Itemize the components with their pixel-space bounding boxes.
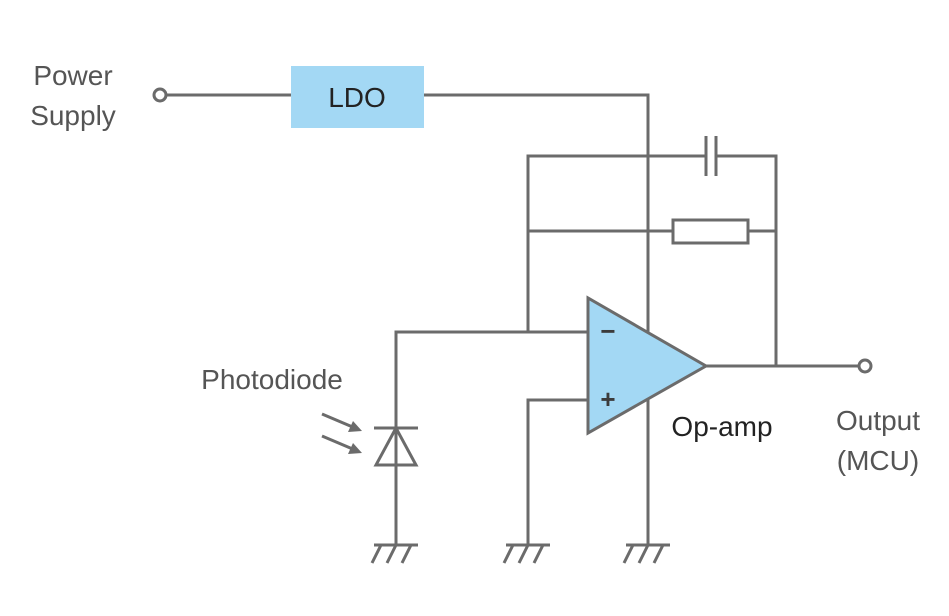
wire-feedback-right [716, 154, 778, 366]
ground-icon-noninverting [502, 543, 550, 564]
output-label-line1: Output [836, 405, 920, 436]
power-supply-label-line2: Supply [30, 100, 116, 131]
photodiode-label: Photodiode [201, 364, 343, 395]
power-supply-terminal [152, 87, 168, 103]
power-supply-label-line1: Power [33, 60, 112, 91]
ground-icon-photodiode [370, 543, 418, 564]
op-amp: − + [586, 295, 710, 436]
op-amp-label: Op-amp [671, 411, 772, 442]
inverting-input-sign: − [600, 316, 615, 346]
ldo-label: LDO [328, 82, 386, 113]
ldo-block: LDO [291, 66, 424, 128]
output-label-line2: (MCU) [837, 445, 919, 476]
noninverting-input-sign: + [600, 384, 615, 414]
feedback-capacitor [704, 136, 718, 176]
wire-photodiode-to-inverting [394, 330, 588, 545]
photodiode-icon [321, 412, 419, 467]
feedback-resistor [671, 218, 750, 245]
output-terminal [857, 358, 873, 374]
ground-icon-ldo [622, 543, 670, 564]
wire-feedback-left [526, 154, 706, 332]
wire-noninverting-to-ground [526, 398, 588, 545]
